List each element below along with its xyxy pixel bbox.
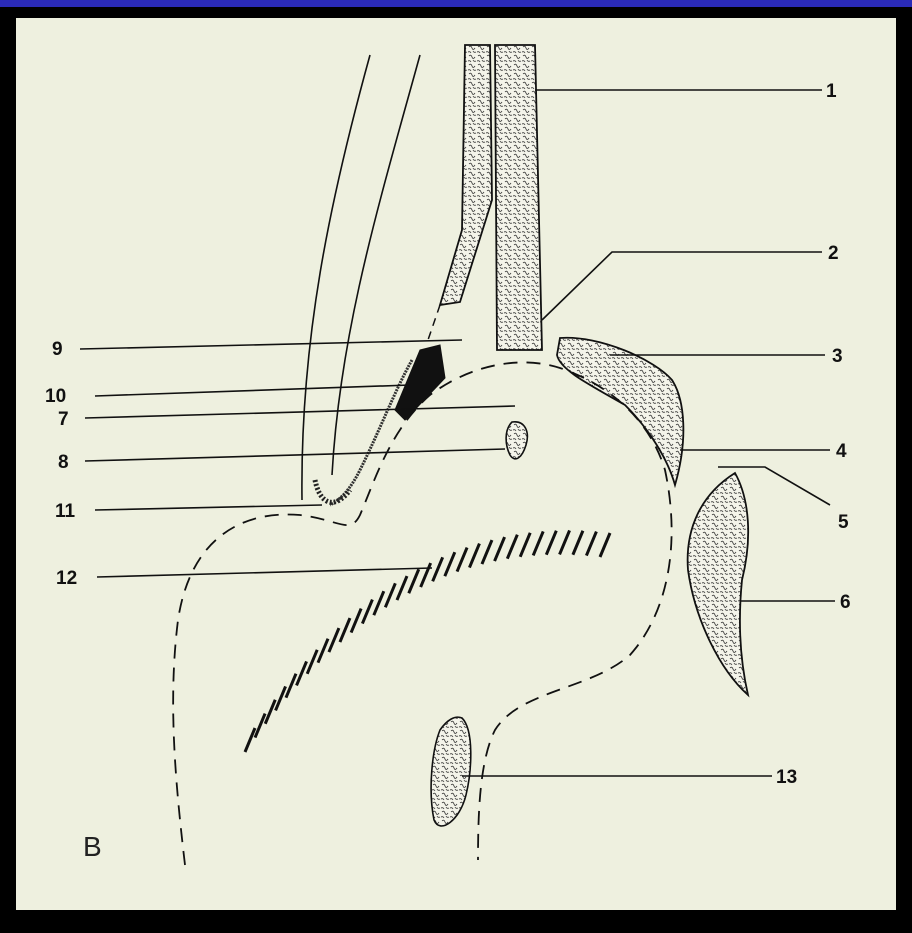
hatch-mark	[245, 728, 255, 752]
leader-9	[80, 340, 462, 349]
structure-8	[506, 422, 527, 459]
hatch-mark	[433, 557, 443, 581]
label-7: 7	[58, 409, 69, 430]
label-10: 10	[45, 386, 66, 407]
hatch-mark	[520, 533, 530, 557]
hatch-mark	[421, 563, 431, 587]
label-12: 12	[56, 568, 77, 589]
hatch-mark	[318, 639, 328, 663]
hatch-mark	[546, 531, 556, 555]
hatch-mark	[560, 530, 570, 554]
label-9: 9	[52, 339, 63, 360]
hatch-mark	[507, 535, 517, 559]
structure-1	[495, 45, 542, 350]
hatch-mark	[307, 650, 317, 674]
structure-left-column	[440, 45, 492, 305]
hatch-mark	[533, 531, 543, 555]
label-6: 6	[840, 592, 851, 613]
hatch-mark	[573, 531, 583, 555]
hatch-mark	[482, 540, 492, 564]
structure-13	[431, 717, 471, 826]
label-11: 11	[55, 501, 76, 522]
leader-11	[95, 505, 322, 510]
hatch-mark	[457, 548, 467, 572]
hatch-mark	[374, 591, 384, 615]
hatch-mark	[351, 609, 361, 633]
hatch-mark	[469, 544, 479, 568]
label-13: 13	[776, 767, 797, 788]
label-3: 3	[832, 346, 843, 367]
hatch-mark	[586, 532, 596, 556]
hatch-mark	[600, 533, 610, 557]
hatch-mark	[409, 569, 419, 593]
hatch-mark	[276, 686, 286, 710]
leader-12	[97, 568, 432, 577]
dashed-outline-outer	[173, 362, 671, 865]
hatch-mark	[397, 576, 407, 600]
leader-2	[542, 252, 822, 320]
label-8: 8	[58, 452, 69, 473]
hatch-mark	[297, 661, 307, 685]
label-1: 1	[826, 81, 837, 102]
column-dashed-tail	[428, 305, 440, 340]
leader-7	[85, 406, 515, 418]
structure-3	[557, 338, 683, 485]
hatch-mark	[385, 583, 395, 607]
hatch-mark	[362, 600, 372, 624]
hatch-mark	[286, 674, 296, 698]
panel-letter: B	[83, 831, 102, 862]
hatch-mark	[340, 618, 350, 642]
hatch-arc-12	[245, 530, 610, 752]
hatch-mark	[255, 714, 265, 738]
label-2: 2	[828, 243, 839, 264]
leader-10	[95, 385, 410, 396]
hatch-mark	[329, 628, 339, 652]
hatch-mark	[265, 700, 275, 724]
label-4: 4	[836, 441, 847, 462]
leader-8	[85, 449, 505, 461]
label-5: 5	[838, 512, 849, 533]
hatch-mark	[445, 552, 455, 576]
structure-6	[688, 473, 749, 695]
hatch-mark	[495, 537, 505, 561]
